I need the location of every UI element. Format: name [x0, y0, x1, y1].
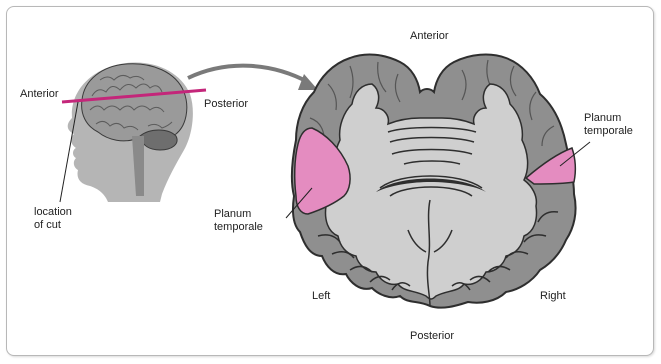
section-posterior-label: Posterior: [410, 330, 454, 343]
section-left-label: Left: [312, 290, 330, 303]
section-anterior-label: Anterior: [410, 30, 449, 43]
head-posterior-label: Posterior: [204, 98, 248, 111]
brain-section: [286, 55, 590, 308]
transition-arrow: [188, 66, 308, 82]
section-right-label: Right: [540, 290, 566, 303]
head-illustration: [60, 62, 206, 202]
planum-temporale-left-label: Planum temporale: [214, 208, 263, 234]
cut-location-label: location of cut: [34, 206, 72, 232]
head-anterior-label: Anterior: [20, 88, 59, 101]
head-brain: [82, 64, 187, 141]
planum-temporale-right-label: Planum temporale: [584, 112, 633, 138]
